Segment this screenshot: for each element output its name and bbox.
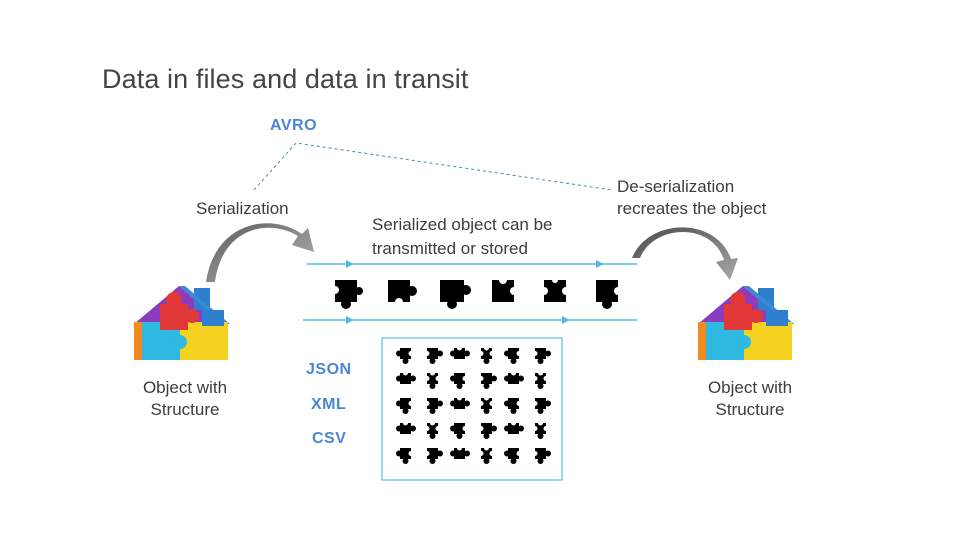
puzzle-piece-icon: [504, 448, 522, 464]
serialization-label: Serialization: [196, 199, 289, 218]
puzzle-piece-icon: [504, 370, 524, 384]
puzzle-piece-icon: [532, 398, 551, 414]
format-json: JSON: [306, 361, 352, 378]
left-object-label: Object with Structure: [125, 377, 245, 421]
right-object-label: Object with Structure: [690, 377, 810, 421]
puzzle-piece-icon: [424, 348, 443, 364]
puzzle-piece-icon: [424, 398, 443, 414]
puzzle-piece-icon: [532, 420, 549, 439]
puzzle-piece-icon: [450, 445, 470, 459]
curved-arrow-icon: [206, 223, 314, 282]
puzzle-piece-icon: [396, 448, 414, 464]
puzzle-piece-icon: [478, 373, 497, 389]
puzzle-piece-icon: [504, 398, 522, 414]
transit-label: Serialized object can be transmitted or …: [372, 214, 553, 260]
puzzle-piece-icon: [331, 280, 363, 309]
puzzle-piece-icon: [478, 395, 495, 414]
transit-line-top: [307, 260, 637, 268]
puzzle-piece-icon: [450, 345, 470, 359]
right-object-label-line1: Object with: [707, 378, 793, 397]
puzzle-piece-icon: [532, 348, 551, 364]
transit-label-line2: transmitted or stored: [372, 239, 528, 258]
deserialization-label-line1: De-serialization: [617, 177, 735, 196]
puzzle-piece-icon: [396, 370, 416, 384]
puzzle-piece-icon: [396, 420, 416, 434]
avro-dashed-connector: [253, 142, 613, 191]
puzzle-piece-icon: [424, 420, 441, 439]
puzzle-piece-icon: [388, 280, 417, 306]
puzzle-piece-icon: [478, 423, 497, 439]
puzzle-piece-icon: [478, 345, 495, 364]
puzzle-piece-icon: [396, 398, 414, 414]
transit-label-line1: Serialized object can be: [372, 215, 553, 234]
format-csv: CSV: [312, 430, 347, 447]
puzzle-piece-icon: [424, 370, 441, 389]
slide-title: Data in files and data in transit: [102, 64, 469, 94]
puzzle-piece-icon: [450, 423, 468, 439]
left-object-label-line1: Object with: [142, 378, 228, 397]
deserialization-label: De-serialization recreates the object: [617, 176, 766, 220]
puzzle-piece-icon: [440, 280, 471, 309]
puzzle-piece-icon: [450, 395, 470, 409]
puzzle-piece-icon: [596, 280, 622, 309]
puzzle-house-icon: [134, 286, 230, 360]
right-object-label-line2: Structure: [715, 400, 785, 419]
puzzle-piece-icon: [532, 370, 549, 389]
puzzle-piece-icon: [424, 448, 443, 464]
stored-pieces-grid: [396, 345, 551, 464]
puzzle-piece-icon: [504, 348, 522, 364]
puzzle-piece-icon: [450, 373, 468, 389]
puzzle-piece-icon: [532, 448, 551, 464]
puzzle-piece-icon: [396, 348, 414, 364]
puzzle-piece-icon: [478, 445, 495, 464]
puzzle-piece-icon: [504, 420, 524, 434]
puzzle-house-icon: [698, 286, 794, 360]
puzzle-piece-icon: [492, 276, 518, 302]
deserialization-label-line2: recreates the object: [617, 199, 767, 218]
avro-label: AVRO: [270, 117, 318, 134]
transit-line-bottom: [303, 316, 637, 324]
curved-arrow-icon: [632, 227, 738, 280]
puzzle-piece-icon: [540, 277, 570, 302]
format-xml: XML: [311, 396, 347, 413]
left-object-label-line2: Structure: [150, 400, 220, 419]
serialized-pieces-row: [331, 276, 622, 309]
stored-pieces-box: [381, 337, 563, 481]
